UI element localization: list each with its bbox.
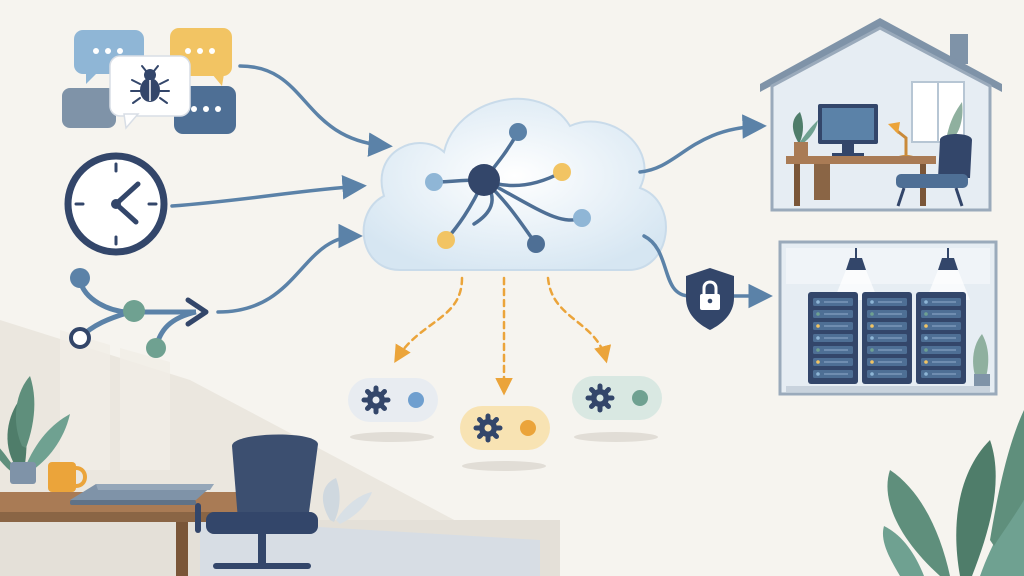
worker-node — [460, 406, 550, 471]
output-connectors — [638, 114, 773, 309]
server-rack-icon — [808, 292, 858, 384]
office-chair-icon — [195, 434, 318, 569]
connector-cloud-to-worker-3 — [546, 276, 612, 364]
server-rack-icon — [862, 292, 912, 384]
home-office-icon — [760, 18, 1002, 212]
connector-cloud-to-worker-1 — [394, 276, 464, 363]
connector-branch-to-cloud — [216, 223, 363, 314]
bug-icon — [130, 65, 170, 104]
laptop-icon — [70, 484, 214, 505]
connector-cloud-to-home — [638, 114, 767, 174]
chat-bubbles-bug-icon — [62, 28, 236, 134]
worker-connectors — [394, 276, 612, 396]
cloud-network-icon — [362, 97, 667, 271]
coffee-mug-icon — [48, 462, 87, 492]
gear-icon — [473, 413, 503, 443]
git-branch-icon — [69, 268, 209, 358]
plant-icon — [322, 410, 1024, 576]
gear-icon — [585, 383, 615, 413]
office-desk — [0, 376, 318, 576]
worker-node — [572, 376, 662, 442]
input-connectors — [170, 64, 393, 314]
connector-chat-to-cloud — [238, 64, 393, 157]
shield-lock-icon — [686, 268, 734, 330]
connector-cloud-to-server — [642, 234, 692, 298]
connector-clock-to-cloud — [170, 175, 367, 208]
clock-icon — [64, 152, 168, 256]
gear-icon — [361, 385, 391, 415]
server-rack-icon — [916, 292, 966, 384]
server-room-icon — [778, 240, 998, 396]
worker-node — [348, 378, 438, 442]
